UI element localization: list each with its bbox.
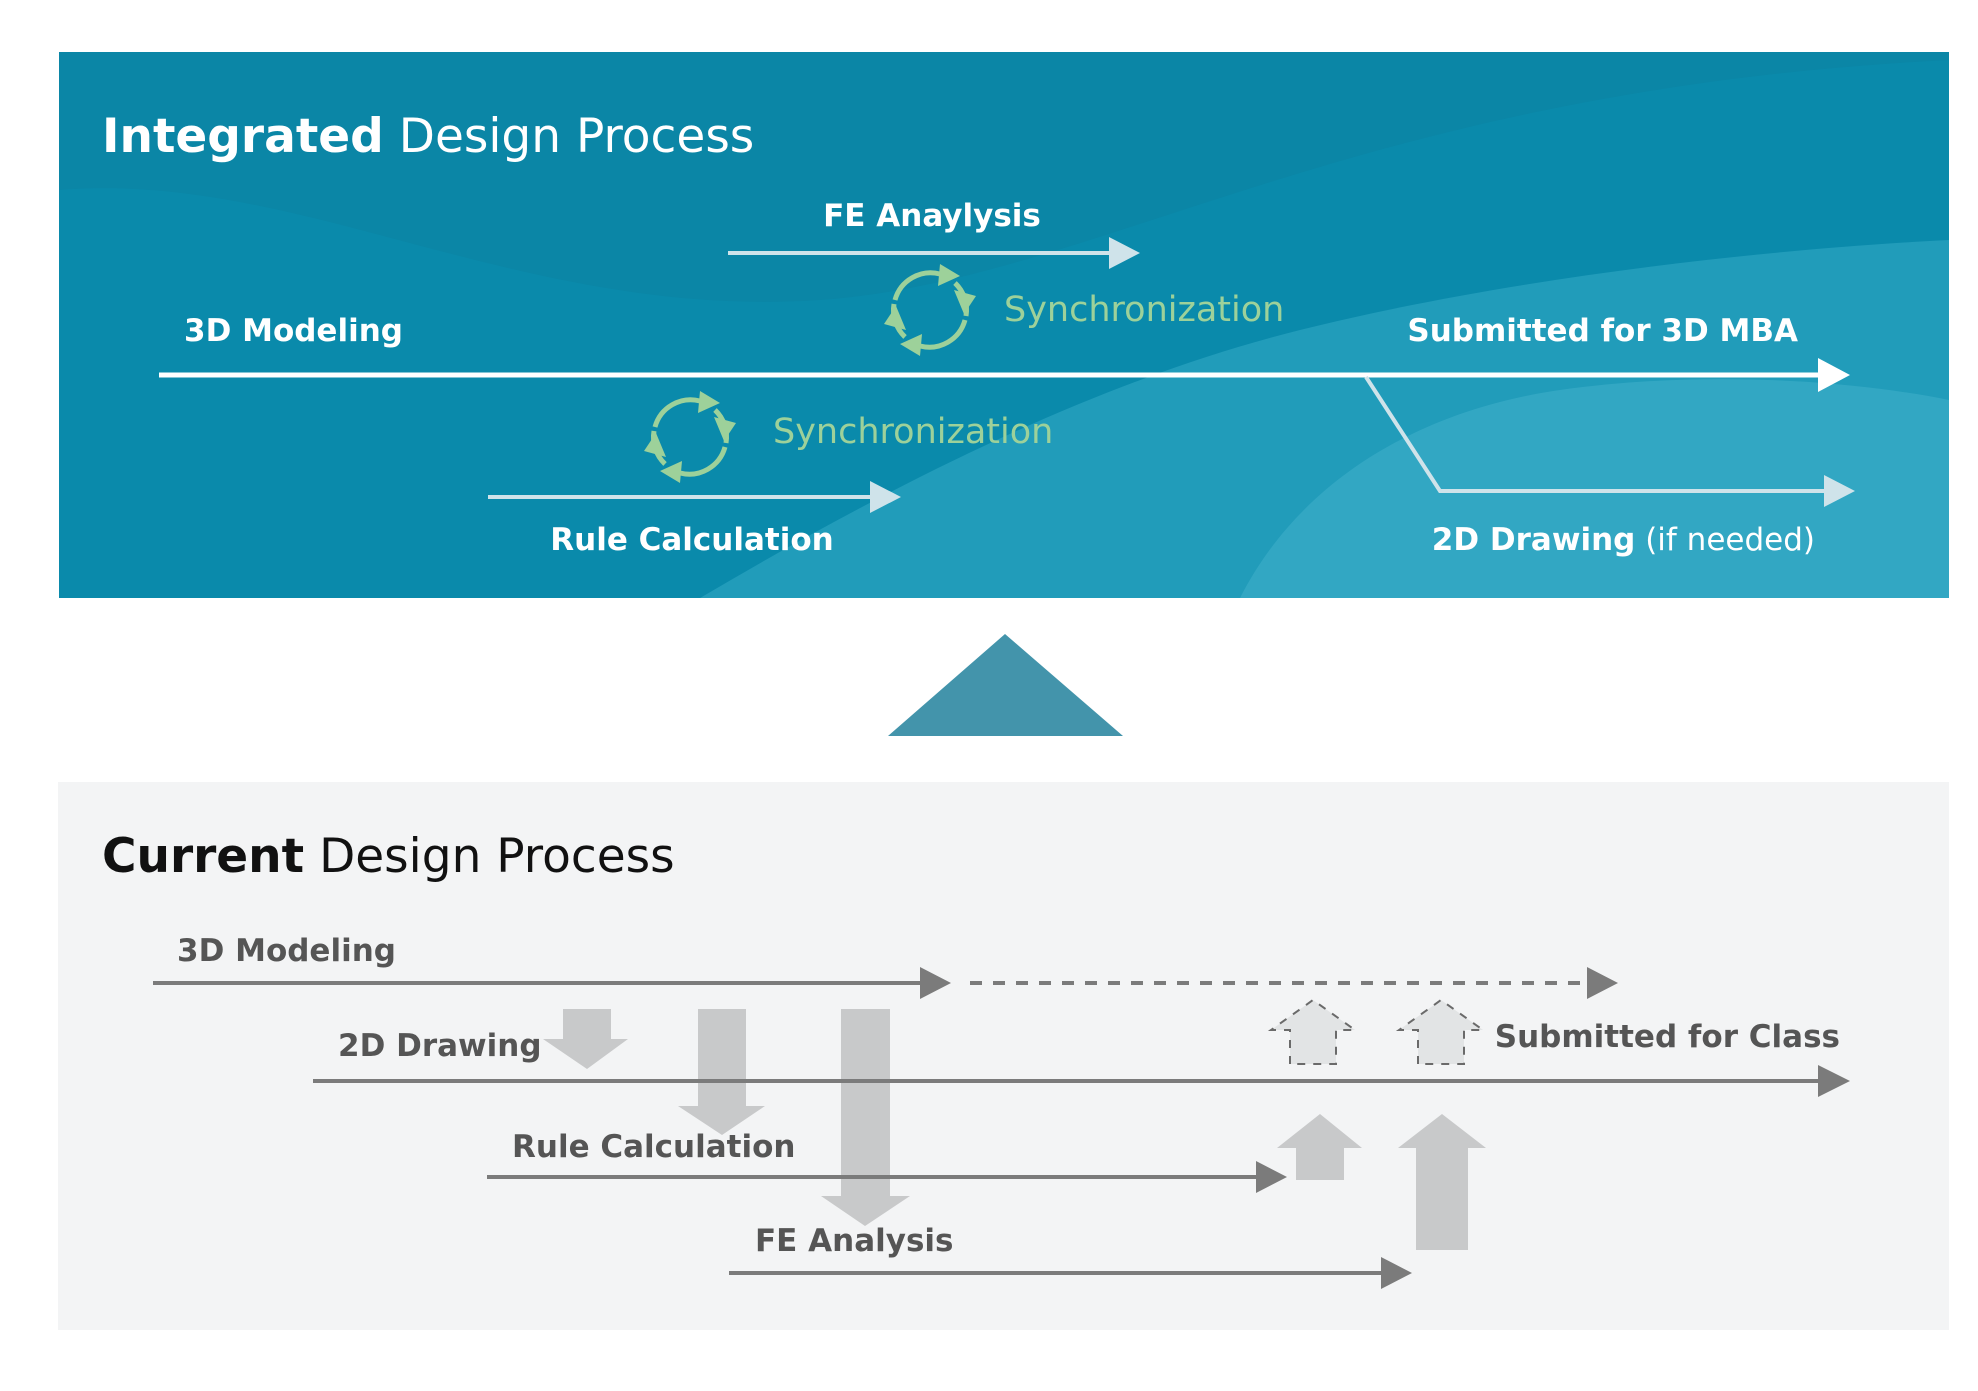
integrated-panel: Integrated Design Process FE Anaylysis S… [59,52,1949,598]
current-3d-modeling-label: 3D Modeling [177,933,396,969]
integrated-submitted-label: Submitted for 3D MBA [1407,313,1798,349]
current-drawing-arrow [313,1065,1850,1097]
down-arrow-to-rule-calculation [678,1009,765,1135]
current-2d-drawing-label: 2D Drawing [338,1028,542,1064]
current-rule-calculation-label: Rule Calculation [512,1129,795,1165]
current-fe-analysis-label: FE Analysis [755,1223,954,1259]
sync-label-bottom: Synchronization [773,412,1053,452]
fe-analysis-arrow [728,237,1140,269]
integrated-rule-calculation-label: Rule Calculation [550,522,833,558]
current-fe-analysis-arrow [729,1257,1412,1289]
upgrade-triangle-icon [888,634,1123,736]
integrated-2d-drawing-label: 2D Drawing (if needed) [1432,522,1815,558]
up-arrow-from-fe-analysis [1398,1114,1486,1250]
integrated-panel-waves [59,52,1949,598]
integrated-title: Integrated Design Process [102,109,754,164]
current-panel: Current Design Process 3D Modeling 2D Dr… [58,782,1949,1330]
down-arrow-to-fe-analysis [821,1009,910,1226]
up-arrow-from-rule-calculation [1277,1114,1362,1180]
drawing-branch-arrow [1364,375,1855,507]
sync-cycle-icon [884,264,976,356]
current-modeling-arrow [153,967,951,999]
current-panel-background [58,782,1949,1330]
dashed-up-arrow-icon [1267,998,1359,1065]
current-title: Current Design Process [102,829,675,884]
integrated-fe-analysis-label: FE Anaylysis [823,198,1041,234]
sync-cycle-icon [644,391,736,483]
sync-label-top: Synchronization [1004,290,1284,330]
current-submitted-label: Submitted for Class [1495,1019,1840,1055]
dashed-up-arrow-icon [1395,998,1487,1065]
modeling-dashed-arrow [970,967,1618,999]
integrated-3d-modeling-label: 3D Modeling [184,313,403,349]
down-arrow-to-drawing [543,1009,628,1069]
modeling-main-arrow [159,358,1850,392]
current-rule-calculation-arrow [487,1161,1287,1193]
rule-calculation-arrow [488,481,901,513]
